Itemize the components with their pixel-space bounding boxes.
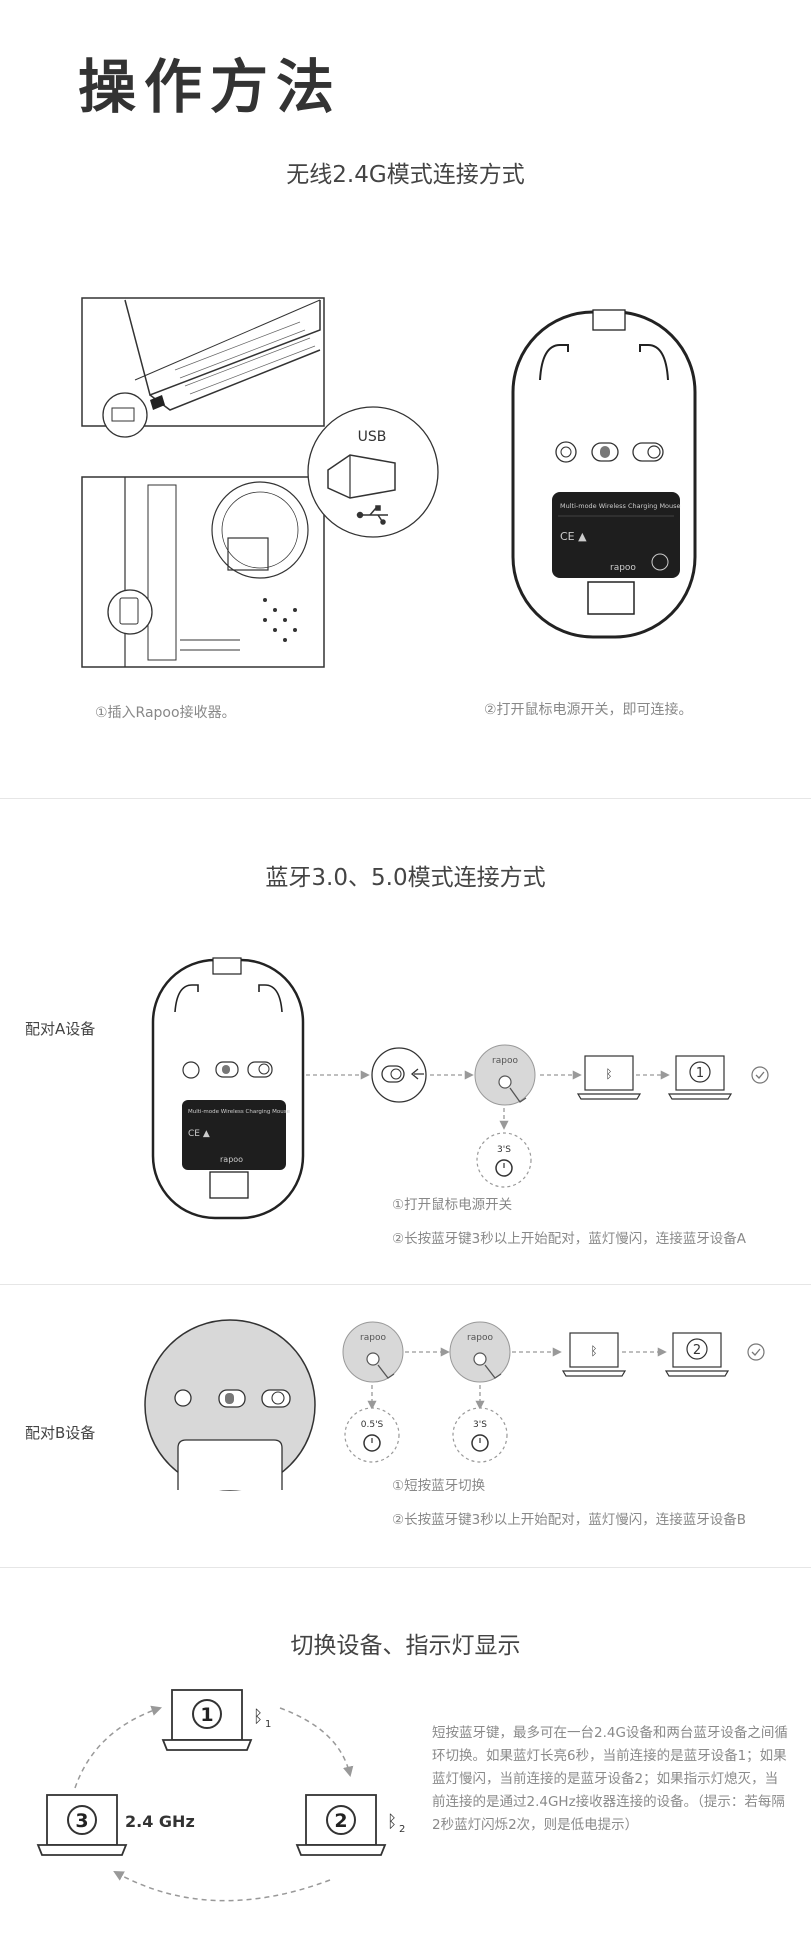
laptop-illustration (81, 297, 325, 438)
svg-text:3'S: 3'S (473, 1420, 487, 1430)
pair-a-flow (306, 1070, 670, 1130)
mouse-a-brand: rapoo (220, 1155, 243, 1164)
mouse-closeup-b (144, 1319, 316, 1491)
svg-text:1: 1 (696, 1066, 704, 1081)
svg-text:ᛒ: ᛒ (253, 1707, 263, 1727)
bluetooth-1-icon: ᛒ 1 (253, 1707, 271, 1730)
check-icon-b (747, 1343, 765, 1361)
svg-text:1: 1 (265, 1719, 271, 1730)
svg-text:0.5'S: 0.5'S (361, 1420, 384, 1430)
svg-text:rapoo: rapoo (492, 1056, 518, 1066)
svg-text:1: 1 (200, 1704, 213, 1726)
usb-label: USB (358, 429, 387, 445)
bluetooth-2-icon: ᛒ 2 (387, 1812, 405, 1835)
bluetooth-press-icon-b1: rapoo (342, 1321, 404, 1383)
pair-b-step1: ①短按蓝牙切换 (392, 1478, 486, 1494)
svg-text:CE ▲: CE ▲ (560, 530, 587, 543)
check-icon-a (751, 1066, 769, 1084)
svg-text:CE ▲: CE ▲ (188, 1129, 210, 1139)
svg-text:3: 3 (75, 1810, 88, 1832)
section-divider-1 (0, 798, 811, 799)
svg-text:rapoo: rapoo (360, 1333, 386, 1343)
section-divider-3 (0, 1567, 811, 1568)
switch-cycle-diagram: 1 ᛒ 1 2 ᛒ 2 3 2.4 GHz (36, 1689, 405, 1902)
svg-text:rapoo: rapoo (467, 1333, 493, 1343)
timer-05s-icon-b: 0.5'S (344, 1407, 400, 1463)
frequency-label: 2.4 GHz (125, 1812, 195, 1831)
laptop-bluetooth-a: ᛒ (576, 1055, 642, 1100)
laptop-1-icon: 1 (161, 1689, 253, 1751)
laptop-bluetooth-b: ᛒ (561, 1332, 627, 1377)
pair-b-label: 配对B设备 (25, 1424, 96, 1442)
pair-a-step2: ②长按蓝牙键3秒以上开始配对，蓝灯慢闪，连接蓝牙设备A (392, 1231, 746, 1247)
svg-text:2: 2 (334, 1810, 347, 1832)
pair-b-step2: ②长按蓝牙键3秒以上开始配对，蓝灯慢闪，连接蓝牙设备B (392, 1512, 746, 1528)
usb-symbol-icon (356, 505, 388, 525)
switch-description: 短按蓝牙键，最多可在一台2.4G设备和两台蓝牙设备之间循环切换。如果蓝灯长亮6秒… (432, 1725, 788, 1833)
mouse-bottom-view-a: Multi-mode Wireless Charging Mouse CE ▲ … (151, 957, 305, 1220)
laptop-2-icon: 2 (295, 1794, 387, 1856)
section-title-switch: 切换设备、指示灯显示 (290, 1633, 521, 1659)
svg-text:ᛒ: ᛒ (590, 1344, 597, 1358)
step1-caption: ①插入Rapoo接收器。 (95, 705, 236, 721)
section-divider-2 (0, 1284, 811, 1285)
svg-text:ᛒ: ᛒ (387, 1812, 397, 1832)
section-title-wireless: 无线2.4G模式连接方式 (286, 162, 525, 188)
laptop-device-1: 1 (667, 1055, 733, 1100)
mouse-bottom-view: Multi-mode Wireless Charging Mouse CE ▲ … (511, 309, 697, 639)
pair-b-flow (367, 1347, 667, 1410)
laptop-device-2: 2 (664, 1332, 730, 1377)
laptop-3-icon: 3 (36, 1794, 128, 1856)
step2-caption: ②打开鼠标电源开关，即可连接。 (484, 702, 693, 718)
pair-a-label: 配对A设备 (25, 1020, 96, 1038)
mouse-a-label: Multi-mode Wireless Charging Mouse (188, 1109, 291, 1115)
svg-text:3'S: 3'S (497, 1145, 511, 1155)
svg-text:ᛒ: ᛒ (605, 1067, 612, 1081)
power-switch-icon (371, 1047, 427, 1103)
mouse-label-brand: rapoo (610, 563, 636, 573)
timer-3s-icon-a: 3'S (476, 1132, 532, 1188)
bluetooth-press-icon-a: rapoo (474, 1044, 536, 1106)
mouse-label-line1: Multi-mode Wireless Charging Mouse (560, 502, 681, 510)
page-title: 操作方法 (78, 53, 343, 121)
svg-text:2: 2 (399, 1824, 405, 1835)
pair-a-step1: ①打开鼠标电源开关 (392, 1197, 513, 1213)
bluetooth-press-icon-b2: rapoo (449, 1321, 511, 1383)
svg-text:2: 2 (693, 1343, 701, 1358)
usb-receiver-callout: USB (307, 406, 439, 538)
timer-3s-icon-b: 3'S (452, 1407, 508, 1463)
desktop-illustration (81, 476, 325, 668)
section-title-bluetooth: 蓝牙3.0、5.0模式连接方式 (265, 865, 546, 891)
